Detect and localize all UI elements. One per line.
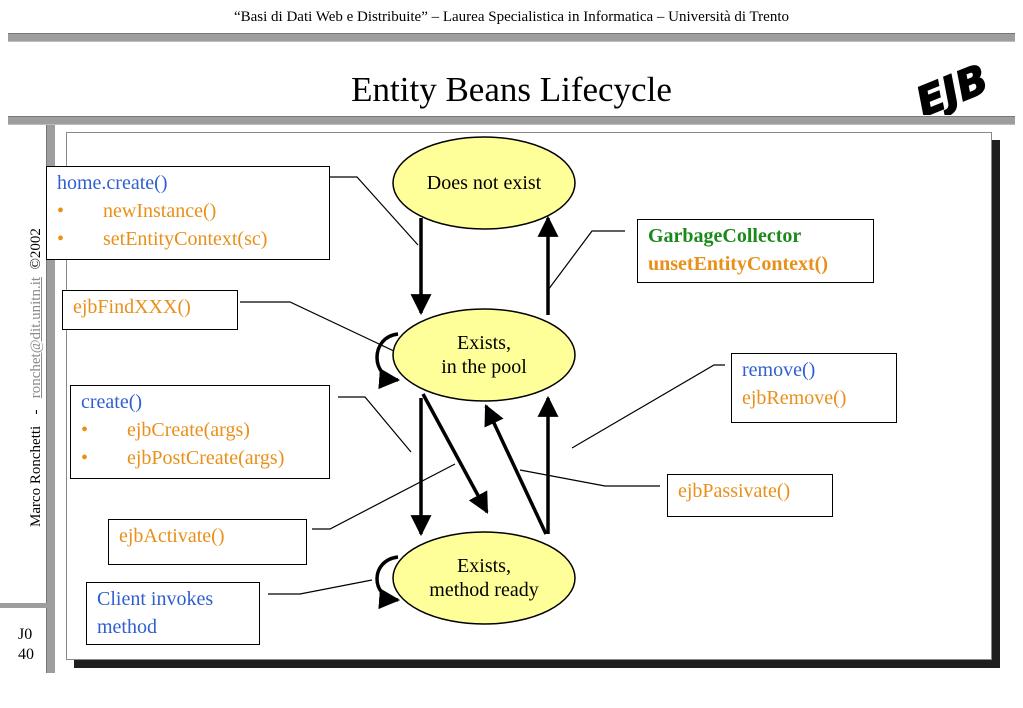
callout-create: create() •ejbCreate(args) •ejbPostCreate… — [70, 385, 330, 479]
create-item: •ejbCreate(args) — [81, 419, 250, 441]
state-label-does-not-exist: Does not exist — [426, 172, 542, 194]
callout-line-passivate — [519, 469, 660, 487]
slide-id-rule-top — [0, 603, 48, 608]
unset-entity-context-label: unsetEntityContext() — [648, 253, 828, 275]
slide-id: J0 40 — [18, 625, 34, 665]
callout-find: ejbFindXXX() — [62, 290, 238, 330]
state-label-ready: Exists, method ready — [393, 554, 575, 602]
state-label-pool: Exists, in the pool — [393, 331, 575, 379]
title-rule — [8, 116, 1015, 125]
create-title: create() — [81, 391, 143, 413]
state-label-ready-line1: Exists, — [457, 555, 511, 577]
state-label-pool-line1: Exists, — [457, 332, 511, 354]
ejb-remove-label: ejbRemove() — [742, 387, 847, 409]
callout-line-garbage — [547, 230, 625, 291]
arrow-ready-to-pool-diagonal — [484, 404, 548, 535]
self-loop-ready — [375, 555, 401, 610]
state-does-not-exist — [392, 136, 576, 230]
side-rule — [46, 125, 55, 673]
client-invokes-line1: Client invokes — [97, 588, 214, 610]
arrow-pool-to-ready-diagonal — [421, 393, 489, 514]
state-label-pool-line2: in the pool — [441, 356, 527, 378]
ejb-logo: EJB — [909, 56, 995, 115]
create-item: •ejbPostCreate(args) — [81, 447, 285, 469]
course-header: “Basi di Dati Web e Distribuite” – Laure… — [233, 9, 790, 25]
callout-line-remove — [571, 364, 725, 449]
state-method-ready — [392, 531, 576, 625]
activate-label: ejbActivate() — [119, 525, 225, 547]
callout-passivate: ejbPassivate() — [667, 474, 833, 517]
callout-line-find — [240, 301, 397, 353]
home-create-title: home.create() — [57, 172, 168, 194]
remove-label: remove() — [742, 359, 816, 381]
state-pool — [392, 308, 576, 402]
callout-lines — [240, 176, 725, 595]
slide-number: 40 — [18, 646, 34, 663]
callout-line-activate — [312, 463, 456, 530]
callout-line-create — [338, 396, 412, 453]
page-title: Entity Beans Lifecycle — [351, 70, 672, 109]
callout-line-client — [268, 579, 373, 595]
callout-remove: remove() ejbRemove() — [731, 353, 897, 423]
find-label: ejbFindXXX() — [73, 296, 191, 318]
callout-client-invokes: Client invokes method — [86, 582, 260, 645]
state-label-ready-line2: method ready — [429, 579, 539, 601]
callout-activate: ejbActivate() — [108, 519, 307, 565]
callout-garbage-collector: GarbageCollector unsetEntityContext() — [637, 219, 874, 283]
callout-home-create: home.create() •newInstance() •setEntityC… — [46, 166, 330, 260]
slide-id-code: J0 — [18, 626, 33, 643]
passivate-label: ejbPassivate() — [678, 480, 791, 502]
home-create-item: •setEntityContext(sc) — [57, 228, 268, 250]
home-create-item: •newInstance() — [57, 200, 217, 222]
callout-line-home-create — [330, 176, 419, 246]
top-rule — [8, 33, 1015, 42]
client-invokes-line2: method — [97, 616, 157, 638]
self-loop-pool — [375, 332, 401, 390]
garbage-collector-label: GarbageCollector — [648, 225, 802, 247]
